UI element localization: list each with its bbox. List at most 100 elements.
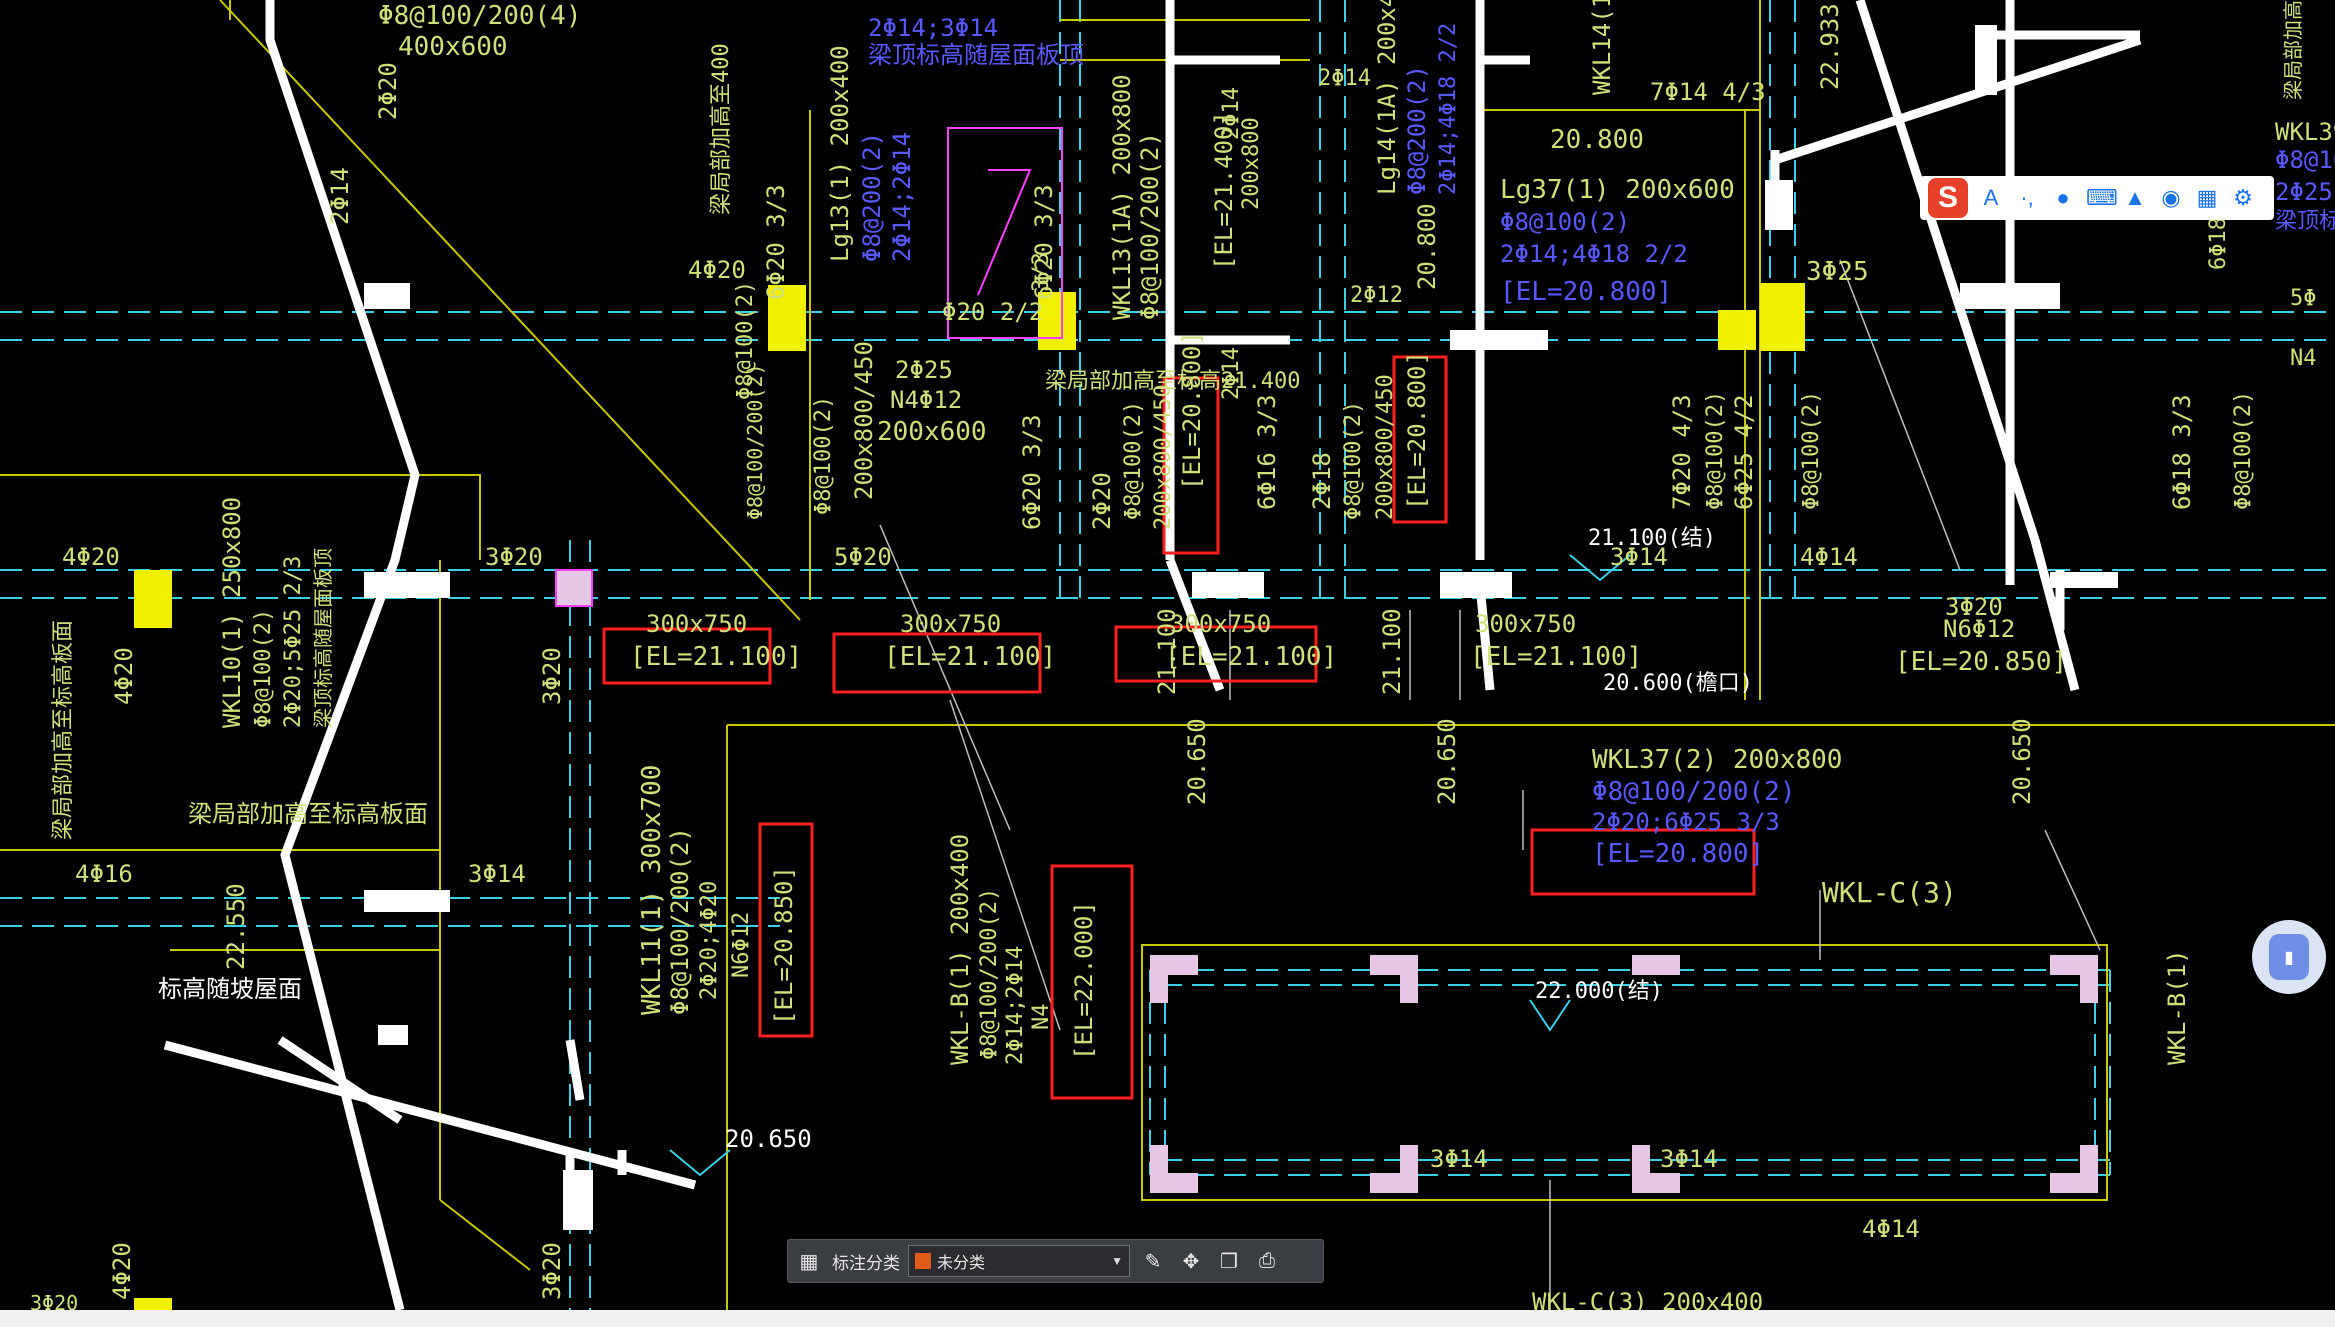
cad-label: 2Φ14 bbox=[1318, 66, 1371, 91]
robot-icon[interactable]: ◉ bbox=[2161, 185, 2181, 210]
hatch-lines bbox=[879, 259, 2101, 1310]
category-select[interactable]: 未分类 ▼ bbox=[908, 1245, 1130, 1277]
cad-label: 2Φ14;3Φ14 bbox=[868, 14, 998, 42]
cad-label: 2Φ14;4Φ18 2/2 bbox=[1436, 23, 1461, 195]
cad-label: 4Φ14 bbox=[1800, 543, 1858, 571]
chevron-down-icon: ▼ bbox=[1111, 1254, 1123, 1268]
cad-label: 5Φ20 bbox=[834, 543, 892, 571]
cad-label: 2Φ20;6Φ25 3/3 bbox=[1592, 808, 1780, 836]
cad-label: 200x600 bbox=[877, 417, 987, 447]
ime-punct-icon[interactable]: ·, bbox=[2020, 185, 2034, 210]
cad-label: Φ8@200(2) bbox=[858, 132, 886, 262]
copy-icon[interactable]: ❐ bbox=[1220, 1250, 1238, 1273]
cad-label: N6Φ12 bbox=[1943, 615, 2015, 643]
cad-label: Φ8@100/200(4) bbox=[378, 1, 582, 31]
cad-label: 4Φ20 bbox=[688, 256, 746, 284]
sogou-logo[interactable]: S bbox=[1928, 178, 1968, 218]
cad-label: [EL=21.100] bbox=[1470, 642, 1642, 672]
cad-label: Φ8@100(2) bbox=[1341, 401, 1366, 520]
cad-label: 2Φ20;4Φ20 bbox=[697, 881, 722, 1000]
cad-label: 200x800 bbox=[1239, 117, 1264, 210]
category-color-swatch bbox=[915, 1253, 931, 1269]
cad-label: 6Φ20 3/3 bbox=[1030, 184, 1058, 300]
cad-label: Φ8@100(2) bbox=[1703, 391, 1728, 510]
cad-label: 20.650 bbox=[1183, 718, 1211, 805]
cad-label: 20.800 bbox=[1550, 125, 1644, 155]
ime-toolbar[interactable]: S A ·, ● ⌨ ▲ ◉ ▦ ⚙ bbox=[1920, 176, 2274, 220]
cad-label: [EL=20.800] bbox=[1403, 351, 1431, 510]
cad-label: 200x800/450 bbox=[1373, 374, 1398, 520]
cad-label: [EL=21.100] bbox=[630, 642, 802, 672]
move-icon[interactable]: ✥ bbox=[1182, 1250, 1200, 1273]
cad-label: 3Φ25 bbox=[1806, 257, 1869, 287]
cad-label: 21.100 bbox=[1378, 608, 1406, 695]
cad-label: Φ8@100/200(2) bbox=[1136, 132, 1164, 320]
mic-icon[interactable]: ● bbox=[2056, 185, 2070, 210]
grid-icon[interactable]: ▦ bbox=[799, 1250, 819, 1273]
cad-label: 2Φ14 bbox=[1219, 347, 1244, 400]
cad-label: 300x750 bbox=[900, 610, 1001, 638]
category-select-value: 未分类 bbox=[937, 1253, 986, 1272]
cad-label: 2Φ12 bbox=[1350, 283, 1403, 308]
annotation-category-label: 标注分类 bbox=[832, 1253, 900, 1274]
cad-label: 7Φ14 4/3 bbox=[1650, 78, 1766, 106]
apps-icon[interactable]: ▦ bbox=[2196, 185, 2218, 210]
cad-label: N6Φ12 bbox=[729, 912, 754, 978]
cad-label: WKL14(1A) bbox=[1588, 0, 1616, 95]
cad-label: 20.650 bbox=[2008, 718, 2036, 805]
cad-label: 4Φ20 bbox=[62, 543, 120, 571]
wall-stubs bbox=[364, 25, 2118, 1230]
cad-label: 6Φ20 3/3 bbox=[762, 184, 790, 300]
cad-label: 梁顶标高随屋面板顶 bbox=[868, 41, 1084, 69]
cad-label: 梁局部加高至400 bbox=[709, 43, 734, 215]
cad-label: Φ8@10 bbox=[2275, 146, 2335, 174]
cad-label: 2Φ14;2Φ14 bbox=[888, 132, 916, 262]
cad-label: Φ8@100(2) bbox=[1799, 391, 1824, 510]
cad-label: 3Φ20 bbox=[538, 1242, 566, 1300]
gear-icon[interactable]: ⚙ bbox=[2233, 185, 2253, 210]
keyboard-icon[interactable]: ⌨ bbox=[2086, 185, 2118, 210]
cad-label: 梁局部加高至标高21.400 bbox=[1045, 369, 1300, 394]
cad-label: 2Φ14 bbox=[1219, 87, 1244, 140]
cad-label: 4Φ20 bbox=[110, 647, 138, 705]
cad-label: [EL=20.850] bbox=[1895, 647, 2067, 677]
cad-label: 21.100 bbox=[1153, 608, 1181, 695]
cad-label: 20.800 bbox=[1413, 203, 1441, 290]
cad-label: 3Φ20 bbox=[485, 543, 543, 571]
cad-label: [EL=21.100] bbox=[1165, 642, 1337, 672]
cad-label: Φ8@100/200(2) bbox=[977, 888, 1002, 1060]
cad-label: 2Φ14;4Φ18 2/2 bbox=[1500, 240, 1688, 268]
cad-label: 22.933 bbox=[1816, 3, 1844, 90]
usb-float-button[interactable]: ▮ bbox=[2252, 920, 2326, 994]
cad-label: 20.650 bbox=[725, 1125, 812, 1153]
cad-label: N4 bbox=[1029, 1004, 1054, 1031]
cad-label: 200x800/450 bbox=[850, 341, 878, 500]
cad-label: 300x750 bbox=[646, 610, 747, 638]
cad-label: 2Φ25; bbox=[2275, 178, 2335, 206]
cad-label: 2Φ20 bbox=[1088, 472, 1116, 530]
cad-label: WKL39 bbox=[2275, 118, 2335, 146]
cad-label: Φ8@100/200(2) bbox=[743, 363, 767, 520]
cad-label: WKL37(2) 200x800 bbox=[1592, 745, 1842, 775]
cad-label: [EL=21.100] bbox=[884, 642, 1056, 672]
cad-label: 梁局部加高至标高 bbox=[2281, 0, 2305, 100]
shirt-icon[interactable]: ▲ bbox=[2124, 185, 2146, 210]
col-group bbox=[1150, 955, 2098, 1193]
cad-label: 2Φ14;2Φ14 bbox=[1003, 946, 1028, 1065]
cad-label: WKL-C(3) 200x400 bbox=[1532, 1288, 1763, 1310]
cad-label: N4 bbox=[2290, 346, 2317, 371]
ime-lang-icon[interactable]: A bbox=[1983, 185, 1999, 210]
cad-label: Φ8@100(2) bbox=[251, 609, 276, 728]
cad-label: WKL13(1A) 200x800 bbox=[1108, 74, 1136, 320]
cad-label: 3/3 bbox=[1029, 252, 1054, 292]
cad-label: [EL=20.800] bbox=[1592, 839, 1764, 869]
columns bbox=[134, 127, 1805, 1310]
cad-label: 6Φ18 3/3 bbox=[2168, 394, 2196, 510]
cad-label: 22.550 bbox=[222, 883, 250, 970]
red-markup-boxes[interactable] bbox=[602, 355, 1756, 1100]
cad-label: 梁顶标高 bbox=[2275, 209, 2335, 234]
cad-label: 3Φ20 bbox=[538, 647, 566, 705]
edit-icon[interactable]: ✎ bbox=[1144, 1250, 1162, 1273]
paste-icon[interactable]: ⎙ bbox=[1259, 1249, 1275, 1272]
